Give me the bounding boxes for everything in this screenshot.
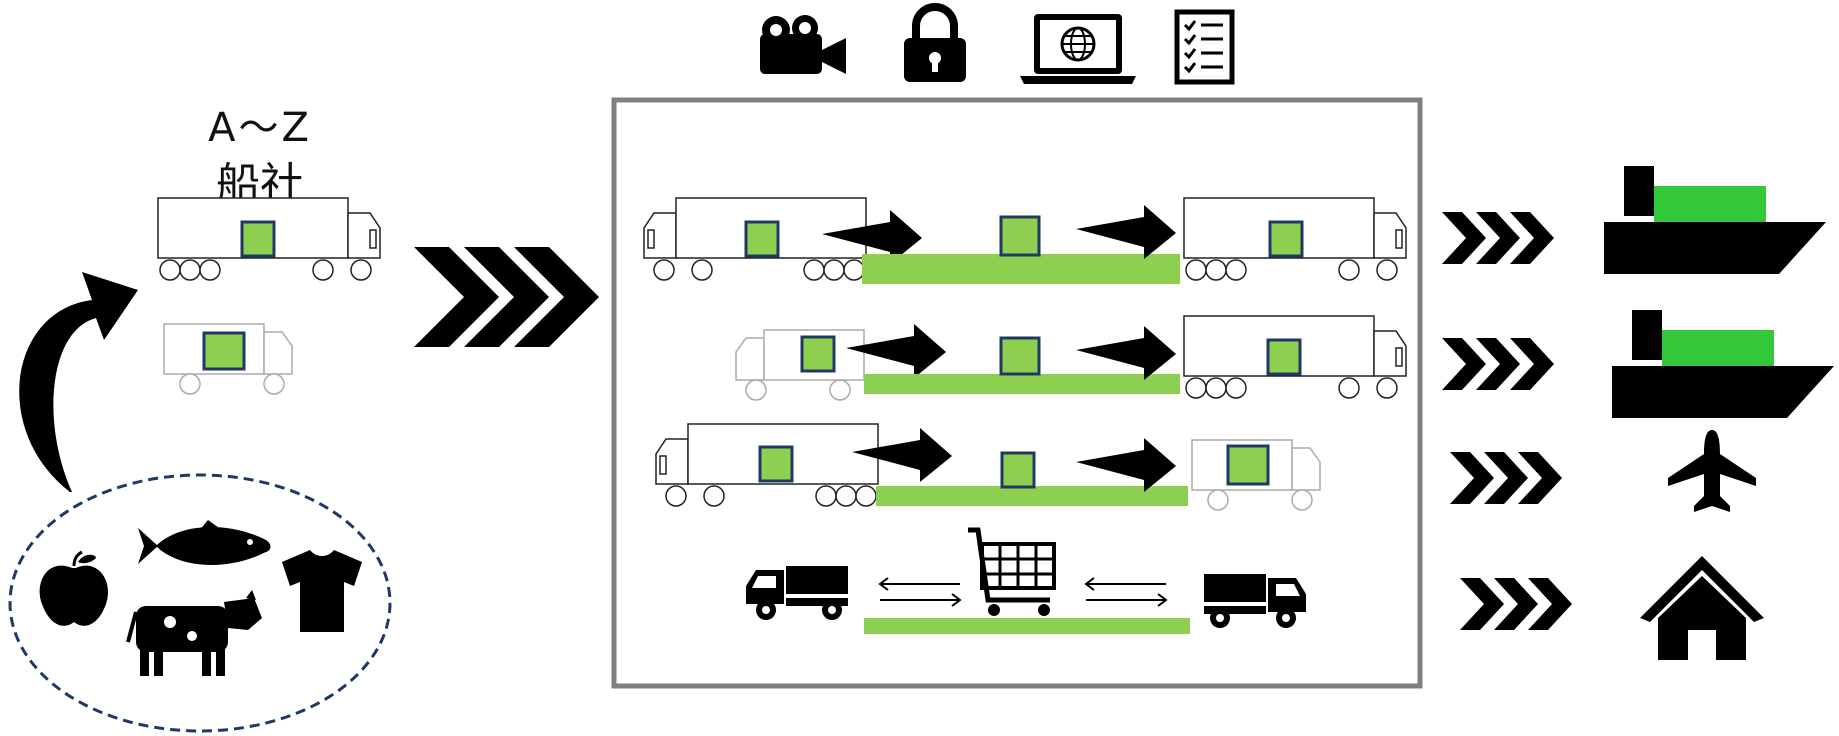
transfer-platform [876, 486, 1188, 506]
triple-chevron-small [1460, 578, 1572, 630]
row-3 [655, 423, 1321, 511]
cargo-box [240, 220, 276, 258]
airplane-icon [1668, 430, 1756, 512]
cargo-box [999, 215, 1041, 257]
checklist-icon [1174, 9, 1235, 85]
row-1 [643, 197, 1407, 284]
cargo-box [1226, 444, 1270, 486]
cargo-box [999, 336, 1041, 376]
shopping-cart-icon [968, 527, 1056, 616]
block-arrow-icon [1076, 326, 1176, 380]
curved-arrow-icon [19, 272, 138, 492]
block-arrow-icon [1076, 205, 1176, 259]
two-way-arrow-icon [878, 577, 962, 607]
fish-icon [138, 520, 271, 565]
laptop-globe-icon [1020, 14, 1136, 84]
lock-icon [904, 3, 966, 82]
triple-chevron-arrow [414, 247, 599, 347]
delivery-truck-icon [1204, 574, 1306, 628]
cargo-box [758, 445, 794, 483]
transfer-platform [864, 374, 1180, 394]
triple-chevron-small [1442, 338, 1554, 390]
triple-chevron-small [1450, 452, 1562, 504]
cargo-box [1000, 451, 1036, 489]
delivery-truck-icon [746, 566, 848, 620]
container-ship-icon [1612, 310, 1834, 418]
video-camera-icon [760, 15, 846, 74]
inbound-small-truck [735, 329, 865, 401]
apple-icon [39, 550, 109, 626]
cargo-box [800, 335, 836, 373]
row-2 [735, 315, 1407, 401]
row-4 [746, 527, 1306, 634]
two-way-arrow-icon [1084, 577, 1168, 607]
cargo-box [202, 331, 246, 371]
cargo-box [1266, 338, 1302, 376]
goods-group [8, 473, 392, 733]
block-arrow-icon [1076, 438, 1176, 492]
container-ship-icon [1604, 166, 1826, 274]
warehouse-frame [611, 97, 1423, 689]
transfer-platform [862, 254, 1180, 284]
triple-chevron-small [1442, 212, 1554, 264]
tshirt-icon [282, 550, 362, 632]
cow-icon [126, 590, 262, 676]
transfer-platform [864, 618, 1190, 634]
carriers-range-label: A～Z [208, 105, 312, 151]
house-icon [1640, 556, 1764, 660]
cargo-box [1268, 220, 1304, 258]
cargo-box [744, 220, 780, 258]
